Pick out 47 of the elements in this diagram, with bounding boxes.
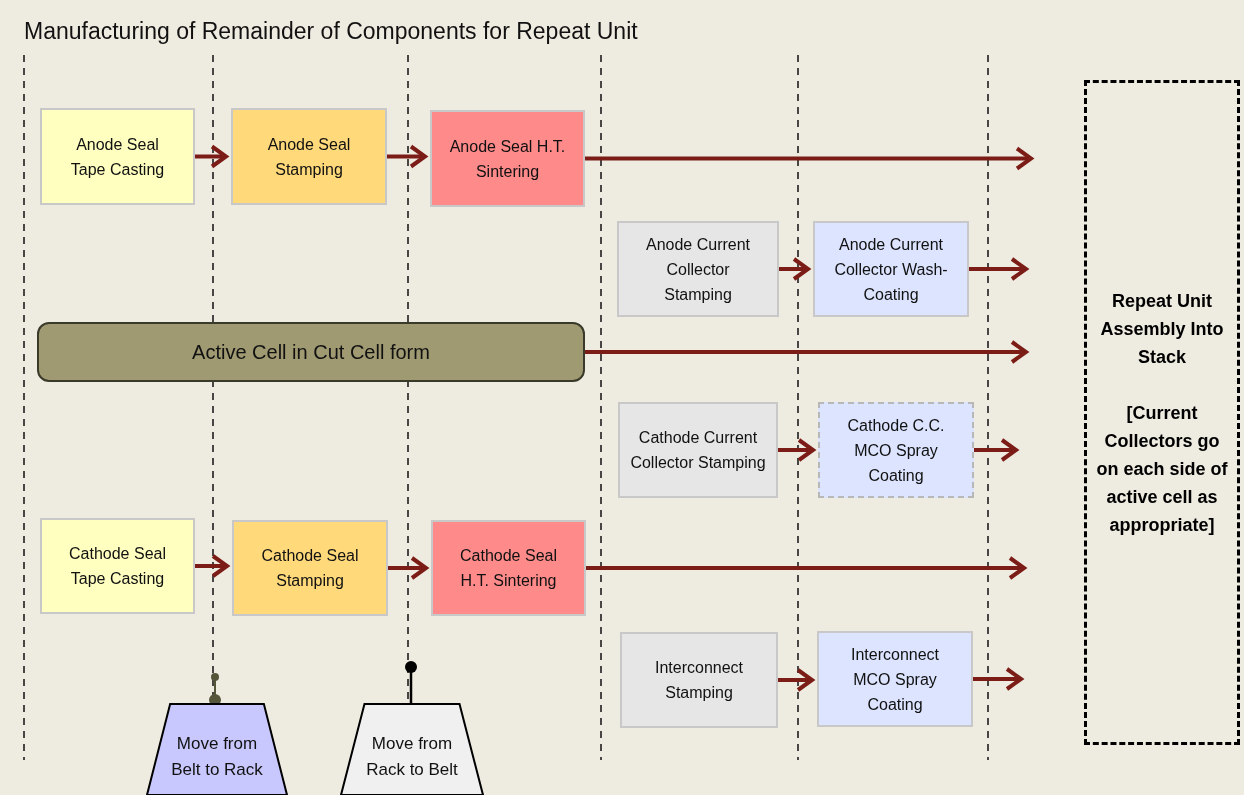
arrow [585, 340, 1028, 364]
assembly-box [1084, 80, 1240, 745]
process-box [40, 108, 195, 205]
arrow [778, 438, 815, 462]
node-label: Anode Seal Tape Casting [69, 134, 166, 180]
arrow [387, 144, 427, 169]
process-trapezoid [146, 703, 288, 795]
node-label: Cathode Seal Stamping [260, 546, 360, 591]
arrow [779, 257, 810, 281]
node-label: Interconnect Stamping [653, 658, 745, 703]
process-box [617, 221, 779, 317]
node-label: [Current Collectors go on each side of active cell as appropriate] [1095, 401, 1229, 537]
node-label: Cathode Seal H.T. Sintering [459, 546, 558, 591]
process-box [431, 520, 586, 616]
process-box [40, 518, 195, 614]
arrow [195, 144, 228, 169]
arrow [388, 556, 428, 580]
node-label: Cathode Current Collector Stamping [629, 428, 767, 473]
process-box [620, 632, 778, 728]
process-box [818, 402, 974, 498]
node-label: Move from Belt to Rack [170, 733, 264, 781]
node-label: Cathode Seal Tape Casting [68, 544, 167, 589]
node-label: Anode Seal H.T. Sintering [448, 136, 567, 182]
arrow [973, 667, 1023, 691]
process-box [231, 108, 387, 205]
arrow [969, 257, 1028, 281]
process-box [618, 402, 778, 498]
arrow [586, 556, 1026, 580]
node-label: Move from Rack to Belt [365, 733, 459, 781]
node-label: Anode Seal Stamping [266, 134, 352, 180]
node-label: Anode Current Collector Wash-Coating [833, 234, 949, 305]
arrow [195, 554, 229, 578]
node-label: Cathode C.C. MCO Spray Coating [846, 415, 946, 486]
node-label: Repeat Unit Assembly Into Stack [1099, 289, 1225, 369]
process-box [813, 221, 969, 317]
node-label: Interconnect MCO Spray Coating [849, 644, 941, 715]
process-box [430, 110, 585, 207]
process-box [232, 520, 388, 616]
input-bar [37, 322, 585, 382]
arrow [585, 146, 1033, 171]
diagram-title: Manufacturing of Remainder of Components for Repeat Unit [24, 17, 638, 46]
process-trapezoid [340, 703, 484, 795]
process-box [817, 631, 973, 727]
node-label: Anode Current Collector Stamping [644, 234, 752, 305]
node-label: Active Cell in Cut Cell form [191, 339, 431, 365]
arrow [974, 438, 1018, 462]
arrow [778, 668, 814, 692]
